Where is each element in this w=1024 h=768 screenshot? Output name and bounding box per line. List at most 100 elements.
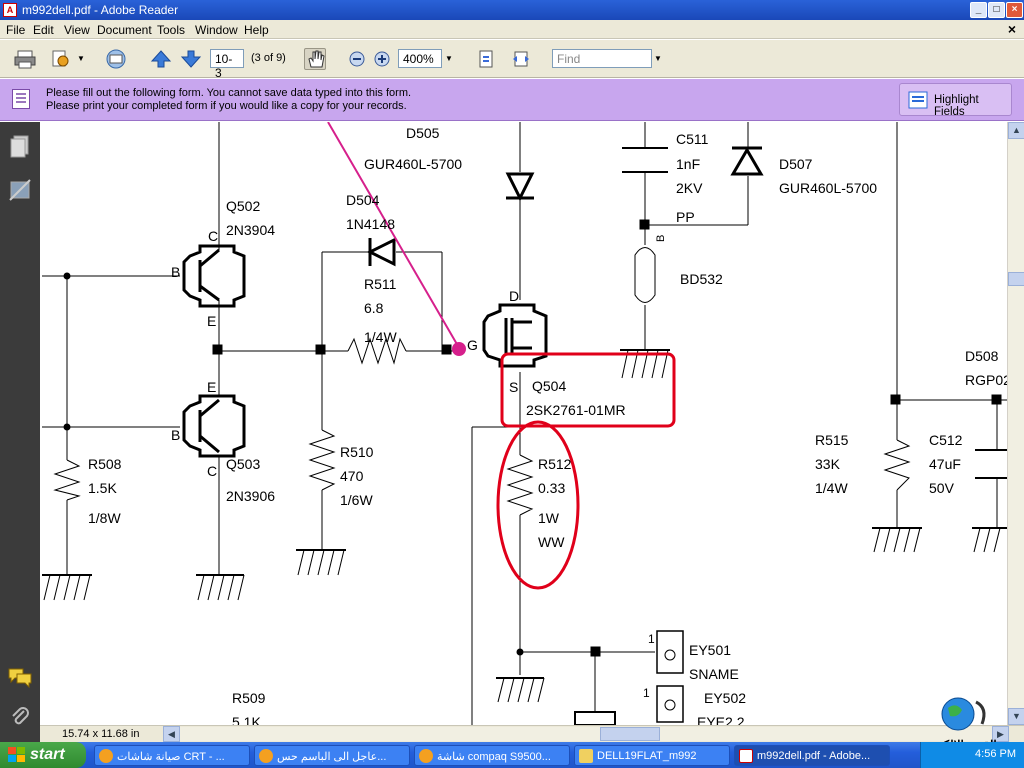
- pages-icon[interactable]: [8, 134, 32, 160]
- firefox-icon: [99, 749, 113, 763]
- svg-text:1: 1: [648, 632, 655, 646]
- scroll-right-arrow-icon[interactable]: ▶: [992, 726, 1009, 742]
- scroll-thumb[interactable]: [1008, 272, 1024, 286]
- page-count-label: (3 of 9): [251, 52, 286, 64]
- diode-d507: [730, 147, 764, 176]
- fit-page-icon[interactable]: [475, 48, 497, 70]
- start-button[interactable]: start: [0, 742, 86, 768]
- page-size-label: 15.74 x 11.68 in: [62, 728, 140, 740]
- next-page-icon[interactable]: [180, 48, 202, 70]
- svg-text:WW: WW: [538, 534, 565, 550]
- svg-text:B: B: [171, 427, 180, 443]
- zoom-in-icon[interactable]: [371, 48, 393, 70]
- minimize-button[interactable]: _: [970, 2, 987, 18]
- maximize-button[interactable]: □: [988, 2, 1005, 18]
- svg-text:S: S: [509, 379, 518, 395]
- svg-text:B: B: [655, 235, 667, 242]
- menu-document[interactable]: Document: [97, 23, 152, 37]
- hand-tool-icon[interactable]: [304, 48, 326, 70]
- zoom-out-icon[interactable]: [346, 48, 368, 70]
- scroll-up-arrow-icon[interactable]: ▲: [1008, 122, 1024, 139]
- taskbar-item-firefox-2[interactable]: عاجل الى الباسم حس...: [254, 745, 410, 766]
- resistor-r515: [883, 439, 911, 491]
- taskbar-item-folder[interactable]: DELL19FLAT_m992: [574, 745, 730, 766]
- svg-text:D: D: [509, 288, 519, 304]
- page-number-input[interactable]: 10-3: [210, 49, 244, 80]
- connector-ey501: [656, 630, 684, 674]
- annotation-pointer-line: [327, 122, 459, 347]
- menu-tools[interactable]: Tools: [157, 23, 186, 37]
- svg-text:2KV: 2KV: [676, 180, 703, 196]
- svg-text:G: G: [467, 337, 478, 353]
- svg-text:SNAME: SNAME: [689, 666, 739, 682]
- svg-text:1: 1: [643, 686, 650, 700]
- transistor-q503: [182, 394, 246, 458]
- vertical-scrollbar[interactable]: ▲ ▼: [1007, 122, 1024, 725]
- signatures-icon[interactable]: [8, 178, 32, 204]
- find-input[interactable]: Find: [552, 49, 652, 68]
- resistor-r511: [347, 337, 407, 365]
- ferrite-bd532: [634, 247, 656, 303]
- menu-view[interactable]: View: [64, 23, 90, 37]
- zoom-dropdown-chevron-icon[interactable]: ▼: [445, 54, 453, 63]
- close-button[interactable]: ×: [1006, 2, 1023, 18]
- resistor-r508: [53, 459, 81, 501]
- label-d505: D505: [406, 125, 440, 141]
- taskbar: start صيانة شاشات CRT - ... عاجل الى الب…: [0, 742, 1024, 768]
- svg-text:1/4W: 1/4W: [815, 480, 848, 496]
- print-icon[interactable]: [14, 48, 36, 70]
- svg-text:D508: D508: [965, 348, 999, 364]
- ground-symbol: [42, 349, 1007, 703]
- svg-text:47uF: 47uF: [929, 456, 961, 472]
- save-copy-icon[interactable]: [50, 48, 72, 70]
- task-label: شاشة compaq S9500...: [437, 751, 551, 763]
- menu-window[interactable]: Window: [195, 23, 238, 37]
- menu-bar: File Edit View Document Tools Window Hel…: [0, 20, 1024, 39]
- svg-text:D504: D504: [346, 192, 380, 208]
- svg-text:2N3906: 2N3906: [226, 488, 275, 504]
- svg-text:50V: 50V: [929, 480, 955, 496]
- svg-text:D507: D507: [779, 156, 813, 172]
- svg-text:33K: 33K: [815, 456, 841, 472]
- svg-text:EY501: EY501: [689, 642, 731, 658]
- taskbar-item-adobe-reader[interactable]: m992dell.pdf - Adobe...: [734, 745, 890, 766]
- zoom-level-input[interactable]: 400%: [398, 49, 442, 68]
- menu-help[interactable]: Help: [244, 23, 269, 37]
- highlight-fields-icon: [908, 91, 928, 109]
- find-dropdown-chevron-icon[interactable]: ▼: [654, 54, 662, 63]
- svg-text:C: C: [208, 228, 218, 244]
- globe-logo-icon: [941, 697, 986, 731]
- svg-text:RGP02: RGP02: [965, 372, 1007, 388]
- highlight-fields-label: Highlight Fields: [934, 94, 979, 118]
- email-icon[interactable]: [104, 48, 126, 70]
- fit-width-icon[interactable]: [510, 48, 532, 70]
- scroll-down-arrow-icon[interactable]: ▼: [1008, 708, 1024, 725]
- document-close-icon[interactable]: ×: [1007, 21, 1016, 37]
- svg-text:PP: PP: [676, 209, 695, 225]
- attachments-icon[interactable]: [10, 706, 30, 728]
- r512-highlight-ellipse: [496, 420, 580, 590]
- horizontal-scroll-track[interactable]: [180, 727, 992, 741]
- windows-logo-icon: [8, 747, 25, 762]
- annotation-pointer-dot: [452, 342, 466, 356]
- start-label: start: [30, 746, 65, 763]
- taskbar-item-firefox-1[interactable]: صيانة شاشات CRT - ...: [94, 745, 250, 766]
- menu-file[interactable]: File: [6, 23, 26, 37]
- comments-icon[interactable]: [7, 666, 33, 688]
- scroll-left-arrow-icon[interactable]: ◀: [163, 726, 180, 742]
- horizontal-scroll-thumb[interactable]: [600, 727, 660, 741]
- menu-edit[interactable]: Edit: [33, 23, 54, 37]
- chevron-down-icon[interactable]: ▼: [77, 54, 85, 63]
- svg-text:1/8W: 1/8W: [88, 510, 121, 526]
- svg-text:R510: R510: [340, 444, 374, 460]
- previous-page-icon[interactable]: [150, 48, 172, 70]
- taskbar-item-firefox-3[interactable]: شاشة compaq S9500...: [414, 745, 570, 766]
- pdf-icon: A: [3, 3, 17, 17]
- diode-d504: [366, 237, 396, 267]
- connector-ey502: [656, 685, 684, 723]
- highlight-fields-button[interactable]: Highlight Fields: [899, 83, 1012, 118]
- task-label: عاجل الى الباسم حس...: [277, 751, 387, 763]
- document-view[interactable]: D505 GUR460L-5700 C511 1nF 2KV PP D507 G…: [40, 122, 1007, 725]
- system-tray: 4:56 PM: [920, 742, 1024, 768]
- toolbar: ▼ 10-3 (3 of 9) 400% ▼ Find ▼: [0, 40, 1024, 80]
